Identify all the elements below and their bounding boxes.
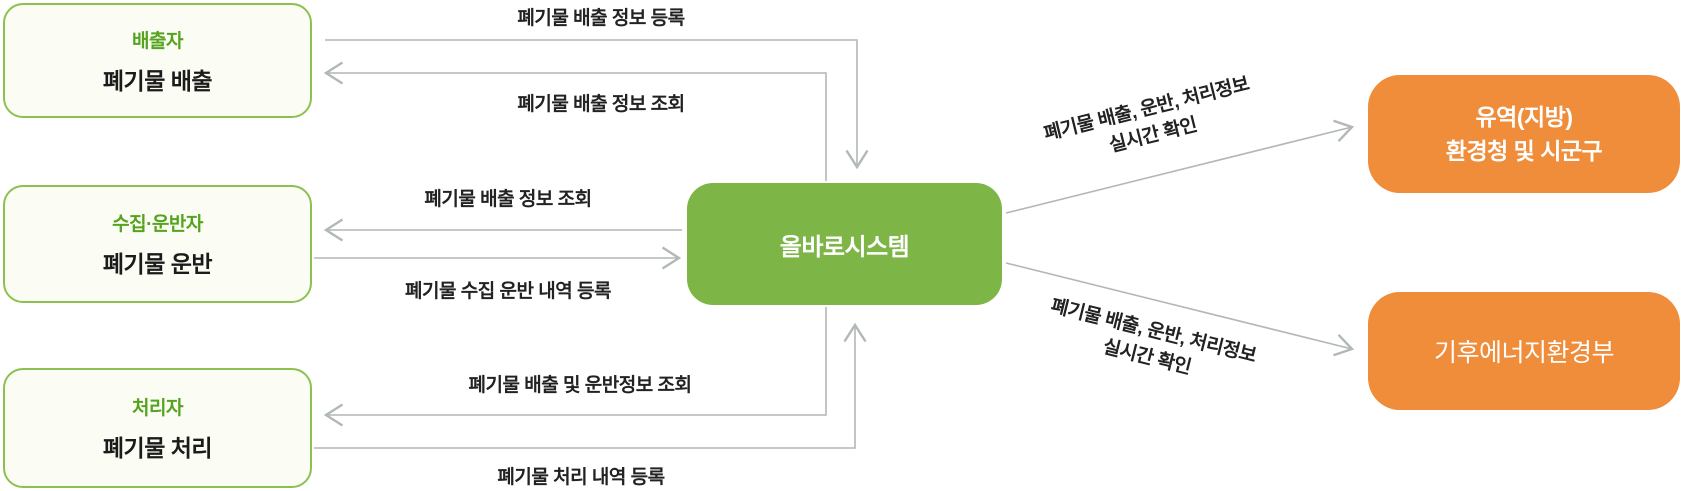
- agency-box-ministry: 기후에너지환경부: [1368, 292, 1680, 410]
- actor-action-transporter: 폐기물 운반: [102, 251, 213, 277]
- actor-box-transporter: 수집·운반자 폐기물 운반: [3, 185, 312, 303]
- agency-regional-line1: 유역(지방): [1475, 103, 1573, 130]
- flow-label-transport-view: 폐기물 배출 정보 조회: [424, 189, 592, 210]
- actor-role-treater: 처리자: [132, 398, 183, 419]
- system-box-allbaro: 올바로시스템: [687, 183, 1002, 305]
- actor-action-treater: 폐기물 처리: [102, 435, 213, 461]
- agency-box-regional: 유역(지방) 환경청 및 시군구: [1368, 75, 1680, 193]
- actor-role-emitter: 배출자: [132, 30, 183, 52]
- arrow-emitter-register: [325, 39, 869, 170]
- flow-label-transport-register: 폐기물 수집 운반 내역 등록: [405, 281, 611, 302]
- arrow-emitter-view: [323, 61, 827, 181]
- system-label: 올바로시스템: [779, 233, 910, 261]
- arrow-to-regional-agency: [1005, 119, 1355, 214]
- flow-label-treat-view: 폐기물 배출 및 운반정보 조회: [468, 375, 692, 396]
- arrow-treater-view: [323, 307, 827, 427]
- flow-label-emit-register: 폐기물 배출 정보 등록: [517, 8, 685, 29]
- actor-box-emitter: 배출자 폐기물 배출: [3, 3, 312, 118]
- arrow-monitor-regional: [314, 322, 867, 449]
- agency-regional-line2: 환경청 및 시군구: [1445, 138, 1603, 164]
- agency-ministry-name: 기후에너지환경부: [1433, 340, 1615, 367]
- flow-label-emit-view: 폐기물 배출 정보 조회: [517, 94, 685, 115]
- actor-role-transporter: 수집·운반자: [112, 214, 203, 235]
- actor-box-treater: 처리자 폐기물 처리: [3, 368, 312, 488]
- actor-action-emitter: 폐기물 배출: [102, 67, 213, 94]
- flow-label-treat-register: 폐기물 처리 내역 등록: [497, 467, 665, 488]
- arrow-to-ministry: [1005, 262, 1355, 357]
